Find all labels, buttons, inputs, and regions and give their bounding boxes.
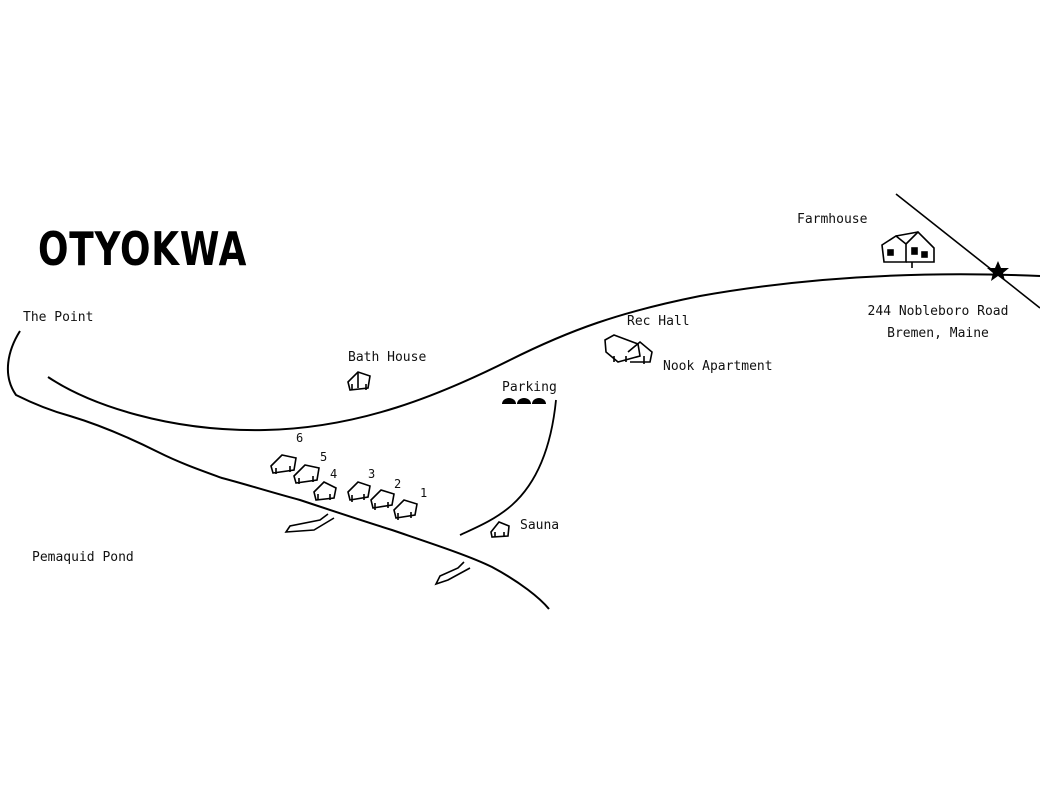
label-parking: Parking (502, 380, 557, 395)
cabin-number-1: 1 (420, 486, 428, 500)
cabin-number-2: 2 (394, 477, 402, 491)
nobleboro-road (896, 194, 1040, 308)
label-farmhouse: Farmhouse (797, 212, 868, 227)
cabin-1-icon (394, 500, 417, 520)
cabin-3-icon (348, 482, 370, 502)
cabin-5-icon (294, 465, 319, 484)
label-nook-apartment: Nook Apartment (663, 359, 773, 374)
map-title: OTYOKWA (38, 222, 248, 276)
cabin-number-5: 5 (320, 450, 328, 464)
main-road (48, 274, 1040, 430)
cabin-6-icon (271, 455, 296, 474)
label-bath-house: Bath House (348, 350, 427, 365)
shoreline (8, 331, 549, 609)
cabin-number-3: 3 (368, 467, 376, 481)
address-line-2: Bremen, Maine (887, 326, 989, 341)
label-the-point: The Point (23, 310, 94, 325)
bath-house-icon (348, 372, 370, 390)
label-rec-hall: Rec Hall (627, 314, 690, 329)
cabin-number-6: 6 (296, 431, 304, 445)
dock-icon (286, 514, 334, 532)
cabin-4-icon (314, 482, 336, 500)
label-sauna: Sauna (520, 518, 560, 533)
dock-icon (436, 562, 470, 584)
cabin-2-icon (371, 490, 394, 510)
parking-spur-road (460, 400, 556, 535)
sauna-icon (491, 522, 509, 537)
cabin-number-4: 4 (330, 467, 338, 481)
label-pemaquid-pond: Pemaquid Pond (32, 550, 134, 565)
farmhouse-icon (882, 232, 934, 268)
parking-icon (502, 398, 546, 404)
address-line-1: 244 Nobleboro Road (867, 304, 1009, 319)
label-address: 244 Nobleboro Road Bremen, Maine (853, 301, 1023, 345)
rec-hall-icon (605, 335, 652, 364)
star-icon (987, 261, 1009, 281)
